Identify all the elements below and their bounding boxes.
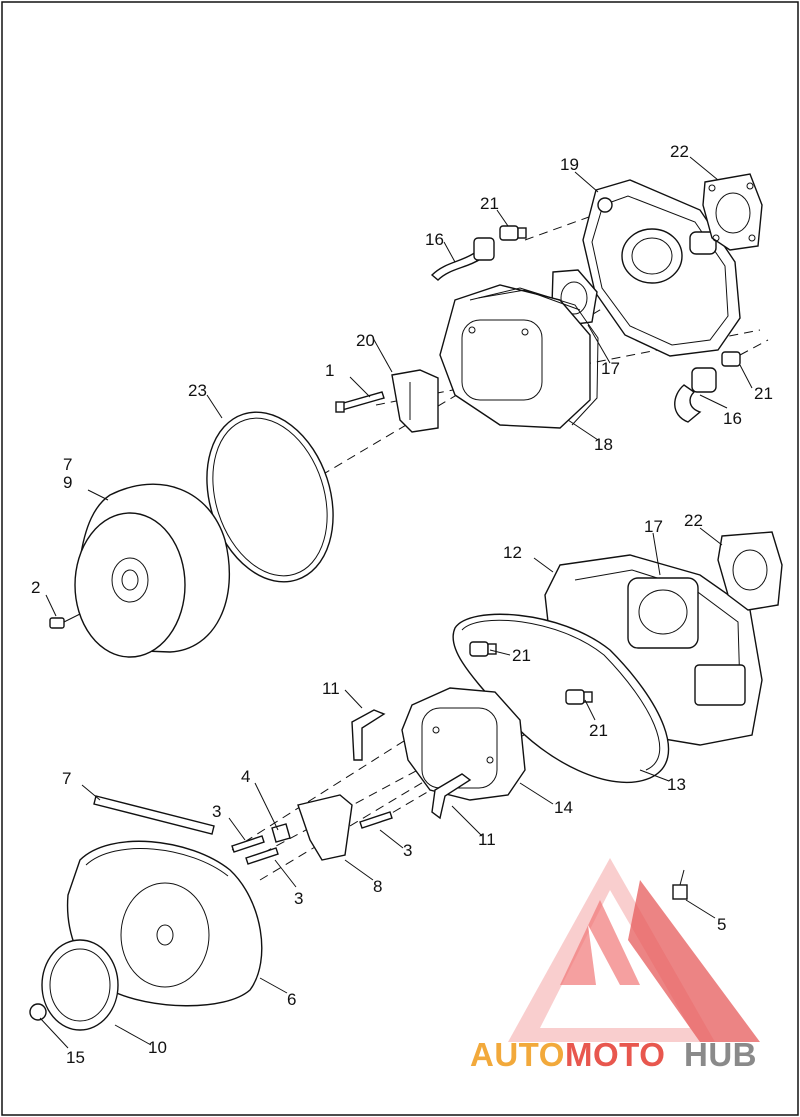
part-7-trim-strip xyxy=(93,795,215,835)
callout-11-left: 11 xyxy=(322,679,340,698)
callout-21-mid: 21 xyxy=(512,646,531,665)
callout-5: 5 xyxy=(717,915,726,934)
part-4-plate xyxy=(271,823,291,843)
callout-23: 23 xyxy=(188,381,207,400)
part-18-filter-element xyxy=(439,284,599,429)
callout-14: 14 xyxy=(554,798,573,817)
callout-11-bottom: 11 xyxy=(478,830,496,849)
part-1-screw xyxy=(335,391,385,413)
callout-10: 10 xyxy=(148,1038,167,1057)
callout-12: 12 xyxy=(503,543,522,562)
leader-lines xyxy=(39,156,753,1049)
callout-16-upper: 16 xyxy=(425,230,444,249)
part-21-fitting-lower xyxy=(721,351,741,367)
part-10-medallion xyxy=(41,939,119,1031)
callout-22-lower: 22 xyxy=(684,511,703,530)
part-8-bracket xyxy=(297,794,353,861)
callout-3-bottom: 3 xyxy=(294,889,303,908)
watermark-auto: AUTO xyxy=(470,1036,565,1073)
watermark-moto: MOTO xyxy=(565,1036,665,1073)
callout-3-right: 3 xyxy=(403,841,412,860)
callout-8: 8 xyxy=(373,877,382,896)
callout-labels: 1 2 3 3 3 4 5 6 7 7 8 9 10 11 11 12 13 1… xyxy=(31,142,773,1067)
part-22-gasket-upper xyxy=(702,173,763,251)
callout-20: 20 xyxy=(356,331,375,350)
part-21-fitting-upper xyxy=(499,225,527,241)
callout-22-upper: 22 xyxy=(670,142,689,161)
callout-7-upper: 7 xyxy=(63,455,72,474)
part-11-tube-upper xyxy=(351,709,386,761)
part-3-screw-a xyxy=(231,835,265,853)
part-21-fitting-lower-a xyxy=(469,641,497,657)
watermark-hub: HUB xyxy=(684,1036,757,1073)
watermark-text: AUTO MOTO HUB xyxy=(470,1036,757,1073)
part-2-screw xyxy=(49,613,81,629)
part-22-gasket-lower xyxy=(717,531,783,611)
part-16-hose-upper xyxy=(430,237,495,281)
callout-7-lower: 7 xyxy=(62,769,71,788)
part-5-fastener xyxy=(672,869,688,900)
callout-21-right: 21 xyxy=(754,384,773,403)
callout-16-lower: 16 xyxy=(723,409,742,428)
part-14-filter-lower xyxy=(401,687,526,801)
callout-15: 15 xyxy=(66,1048,85,1067)
callout-21-bottom: 21 xyxy=(589,721,608,740)
part-3-screw-c xyxy=(359,811,393,829)
callout-17-lower: 17 xyxy=(644,517,663,536)
callout-6: 6 xyxy=(287,990,296,1009)
callout-1: 1 xyxy=(325,361,334,380)
part-6-main-cover xyxy=(66,840,263,1007)
part-19-backplate xyxy=(582,179,741,357)
automotohub-watermark xyxy=(508,858,760,1042)
callout-3-left: 3 xyxy=(212,802,221,821)
part-16-hose-lower xyxy=(674,367,717,423)
part-11-tube-lower xyxy=(431,773,472,820)
callout-17-upper: 17 xyxy=(601,359,620,378)
part-21-fitting-lower-b xyxy=(565,689,593,705)
part-3-screw-b xyxy=(245,847,279,865)
part-15-screw xyxy=(29,1003,47,1021)
callout-21-top: 21 xyxy=(480,194,499,213)
callout-9: 9 xyxy=(63,473,72,492)
part-7-9-round-cover xyxy=(74,483,230,658)
callout-18: 18 xyxy=(594,435,613,454)
callout-2: 2 xyxy=(31,578,40,597)
callout-4: 4 xyxy=(241,767,250,786)
callout-19: 19 xyxy=(560,155,579,174)
part-20-bracket xyxy=(391,369,439,433)
callout-13: 13 xyxy=(667,775,686,794)
